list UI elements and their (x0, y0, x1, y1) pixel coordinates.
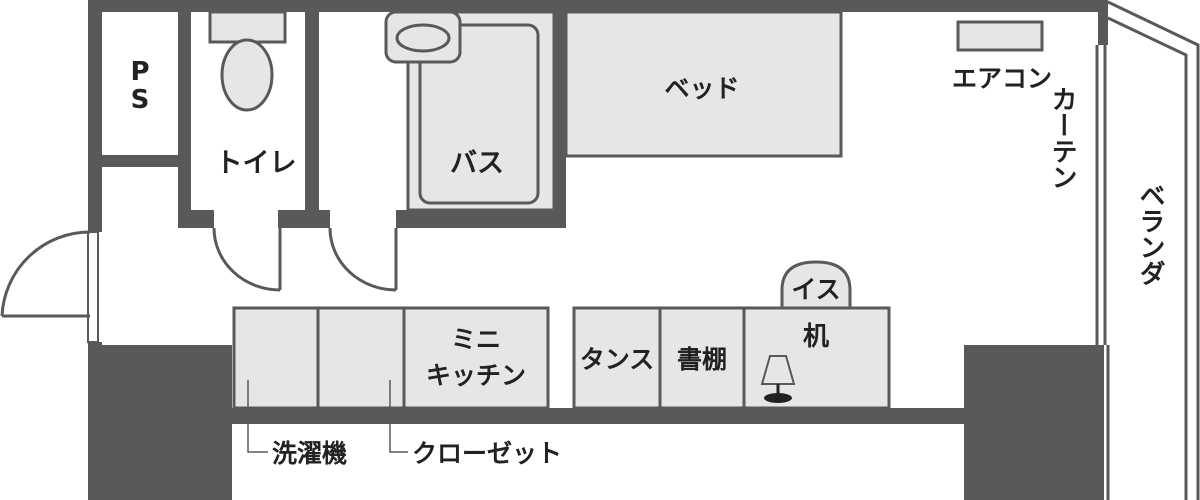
label-mini-kitchen-1: ミニ (451, 325, 501, 354)
label-dresser: タンス (580, 345, 655, 374)
label-washer: 洗濯機 (272, 439, 347, 468)
labels: P S トイレ バス ベッド エアコン カーテン ベランダ イス 机 ミニ キッ… (130, 57, 1165, 468)
label-aircon: エアコン (952, 64, 1052, 93)
window-frame (1095, 0, 1200, 500)
toilet-fixture (208, 10, 287, 112)
lamp-icon (760, 355, 796, 403)
label-closet: クローゼット (412, 439, 562, 468)
label-toilet: トイレ (216, 148, 297, 179)
wall-toilet-bath (305, 0, 319, 228)
label-curtain: カーテン (1047, 86, 1077, 190)
closet-unit (316, 306, 406, 410)
label-bookshelf: 書棚 (677, 345, 727, 374)
label-bed: ベッド (664, 74, 739, 103)
toilet-door (212, 227, 282, 292)
pillar-right (964, 345, 1104, 500)
bed (564, 10, 843, 158)
label-bath: バス (450, 148, 504, 179)
wall-bottom-seg1 (178, 210, 214, 228)
ps-bottom-wall (88, 155, 180, 167)
pillar-left (88, 345, 232, 500)
bath-fixture (384, 10, 556, 212)
label-veranda: ベランダ (1135, 182, 1165, 286)
wall-top (88, 0, 1108, 12)
desk (742, 306, 891, 410)
wall-bottom-seg3 (396, 210, 566, 228)
washer-leader (247, 380, 268, 453)
leader-lines (247, 380, 408, 453)
label-ps-p: P (130, 57, 149, 87)
wall-ps-toilet (178, 0, 191, 228)
walls (88, 0, 1108, 500)
chair (780, 260, 852, 310)
entrance-door (0, 230, 99, 343)
label-mini-kitchen-2: キッチン (426, 361, 526, 390)
counter-units (232, 306, 891, 410)
mini-kitchen (402, 306, 550, 410)
dresser (572, 306, 662, 410)
wall-counter-base (232, 408, 967, 424)
wall-bottom-seg2 (278, 210, 330, 228)
washer-unit (232, 306, 320, 410)
wall-left-upper (88, 0, 102, 232)
air-conditioner (956, 20, 1044, 52)
bath-door (328, 227, 398, 292)
wall-right-top (1098, 0, 1108, 45)
closet-leader (389, 380, 408, 453)
label-desk: 机 (803, 322, 829, 352)
label-chair: イス (791, 275, 840, 304)
label-ps-s: S (131, 85, 150, 115)
